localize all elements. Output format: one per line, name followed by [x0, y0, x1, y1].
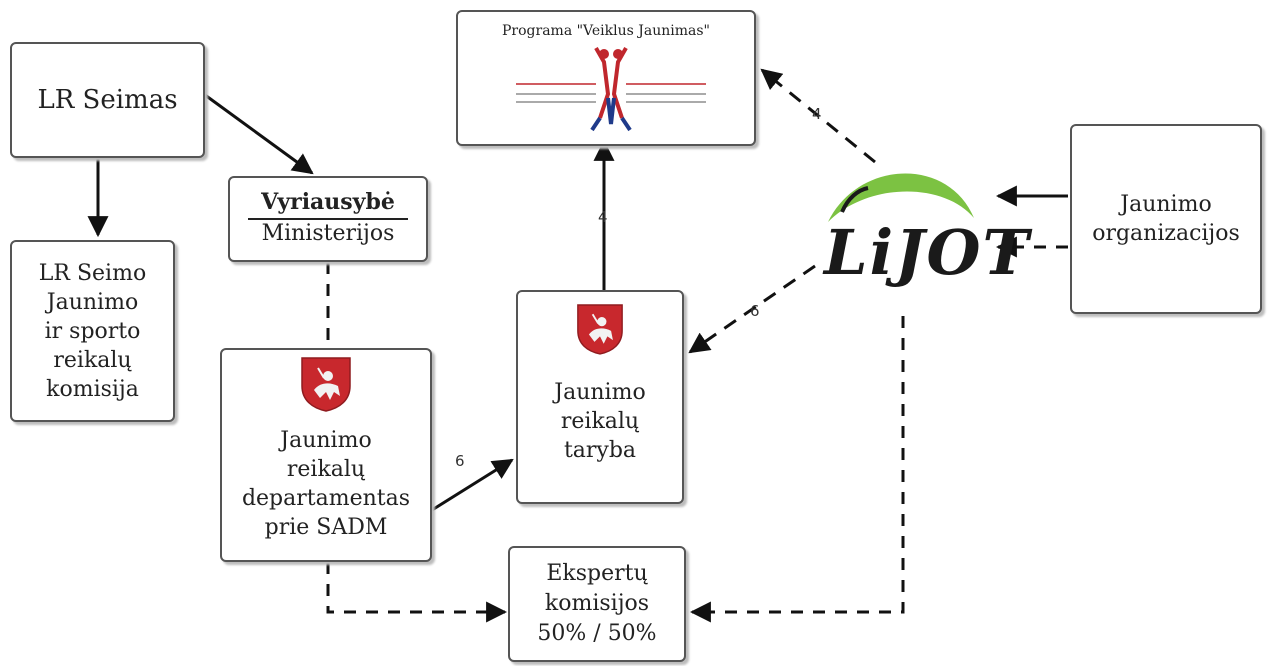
- arrow-lijot-to-programa: [760, 68, 876, 164]
- node-organizacijos: Jaunimo organizacijos: [1070, 124, 1262, 314]
- edge-label-lijot-taryba: 6: [750, 302, 760, 320]
- node-departamentas: Jaunimo reikalų departamentas prie SADM: [220, 348, 432, 562]
- edge-label-departamentas-taryba: 6: [455, 452, 465, 470]
- arrow-departamentas-to-ekspertu: [326, 562, 508, 623]
- veiklus-jaunimas-figures-icon: [516, 47, 706, 132]
- node-lr-seimas: LR Seimas: [10, 42, 205, 158]
- node-programa: Programa "Veiklus Jaunimas": [456, 10, 756, 146]
- arrow-lijot-to-taryba: [688, 264, 816, 354]
- node-programa-label: Programa "Veiklus Jaunimas": [502, 23, 710, 39]
- arrow-seimas-to-vyriausybe: [204, 93, 314, 175]
- lijot-wordmark: LiJOT: [824, 216, 1031, 289]
- node-ekspertu: Ekspertų komisijos 50% / 50%: [508, 546, 686, 662]
- lijot-arc-icon: [828, 173, 974, 222]
- node-komisija-label: LR Seimo Jaunimo ir sporto reikalų komis…: [38, 260, 147, 402]
- node-vyriausybe-sub: Ministerijos: [261, 221, 395, 246]
- node-komisija: LR Seimo Jaunimo ir sporto reikalų komis…: [10, 240, 175, 422]
- arrow-lijot-to-ekspertu: [689, 316, 905, 623]
- arrow-departamentas-to-taryba: [431, 458, 514, 512]
- edge-label-lijot-programa: 4: [812, 105, 822, 123]
- vytis-coat-of-arms-icon: [301, 357, 351, 412]
- node-departamentas-label: Jaunimo reikalų departamentas prie SADM: [241, 428, 411, 540]
- vytis-coat-of-arms-icon: [577, 304, 623, 355]
- node-taryba-label: Jaunimo reikalų taryba: [554, 380, 646, 463]
- node-vyriausybe: Vyriausybė Ministerijos: [228, 176, 428, 262]
- node-taryba: Jaunimo reikalų taryba: [516, 290, 684, 504]
- node-lr-seimas-label: LR Seimas: [37, 85, 178, 115]
- node-vyriausybe-divider: [248, 218, 408, 220]
- node-ekspertu-label: Ekspertų komisijos 50% / 50%: [537, 561, 657, 646]
- lijot-logo: LiJOT: [818, 160, 1029, 310]
- node-organizacijos-label: Jaunimo organizacijos: [1092, 192, 1240, 246]
- node-vyriausybe-title: Vyriausybė: [261, 189, 395, 215]
- edge-label-taryba-programa: 4: [598, 208, 608, 226]
